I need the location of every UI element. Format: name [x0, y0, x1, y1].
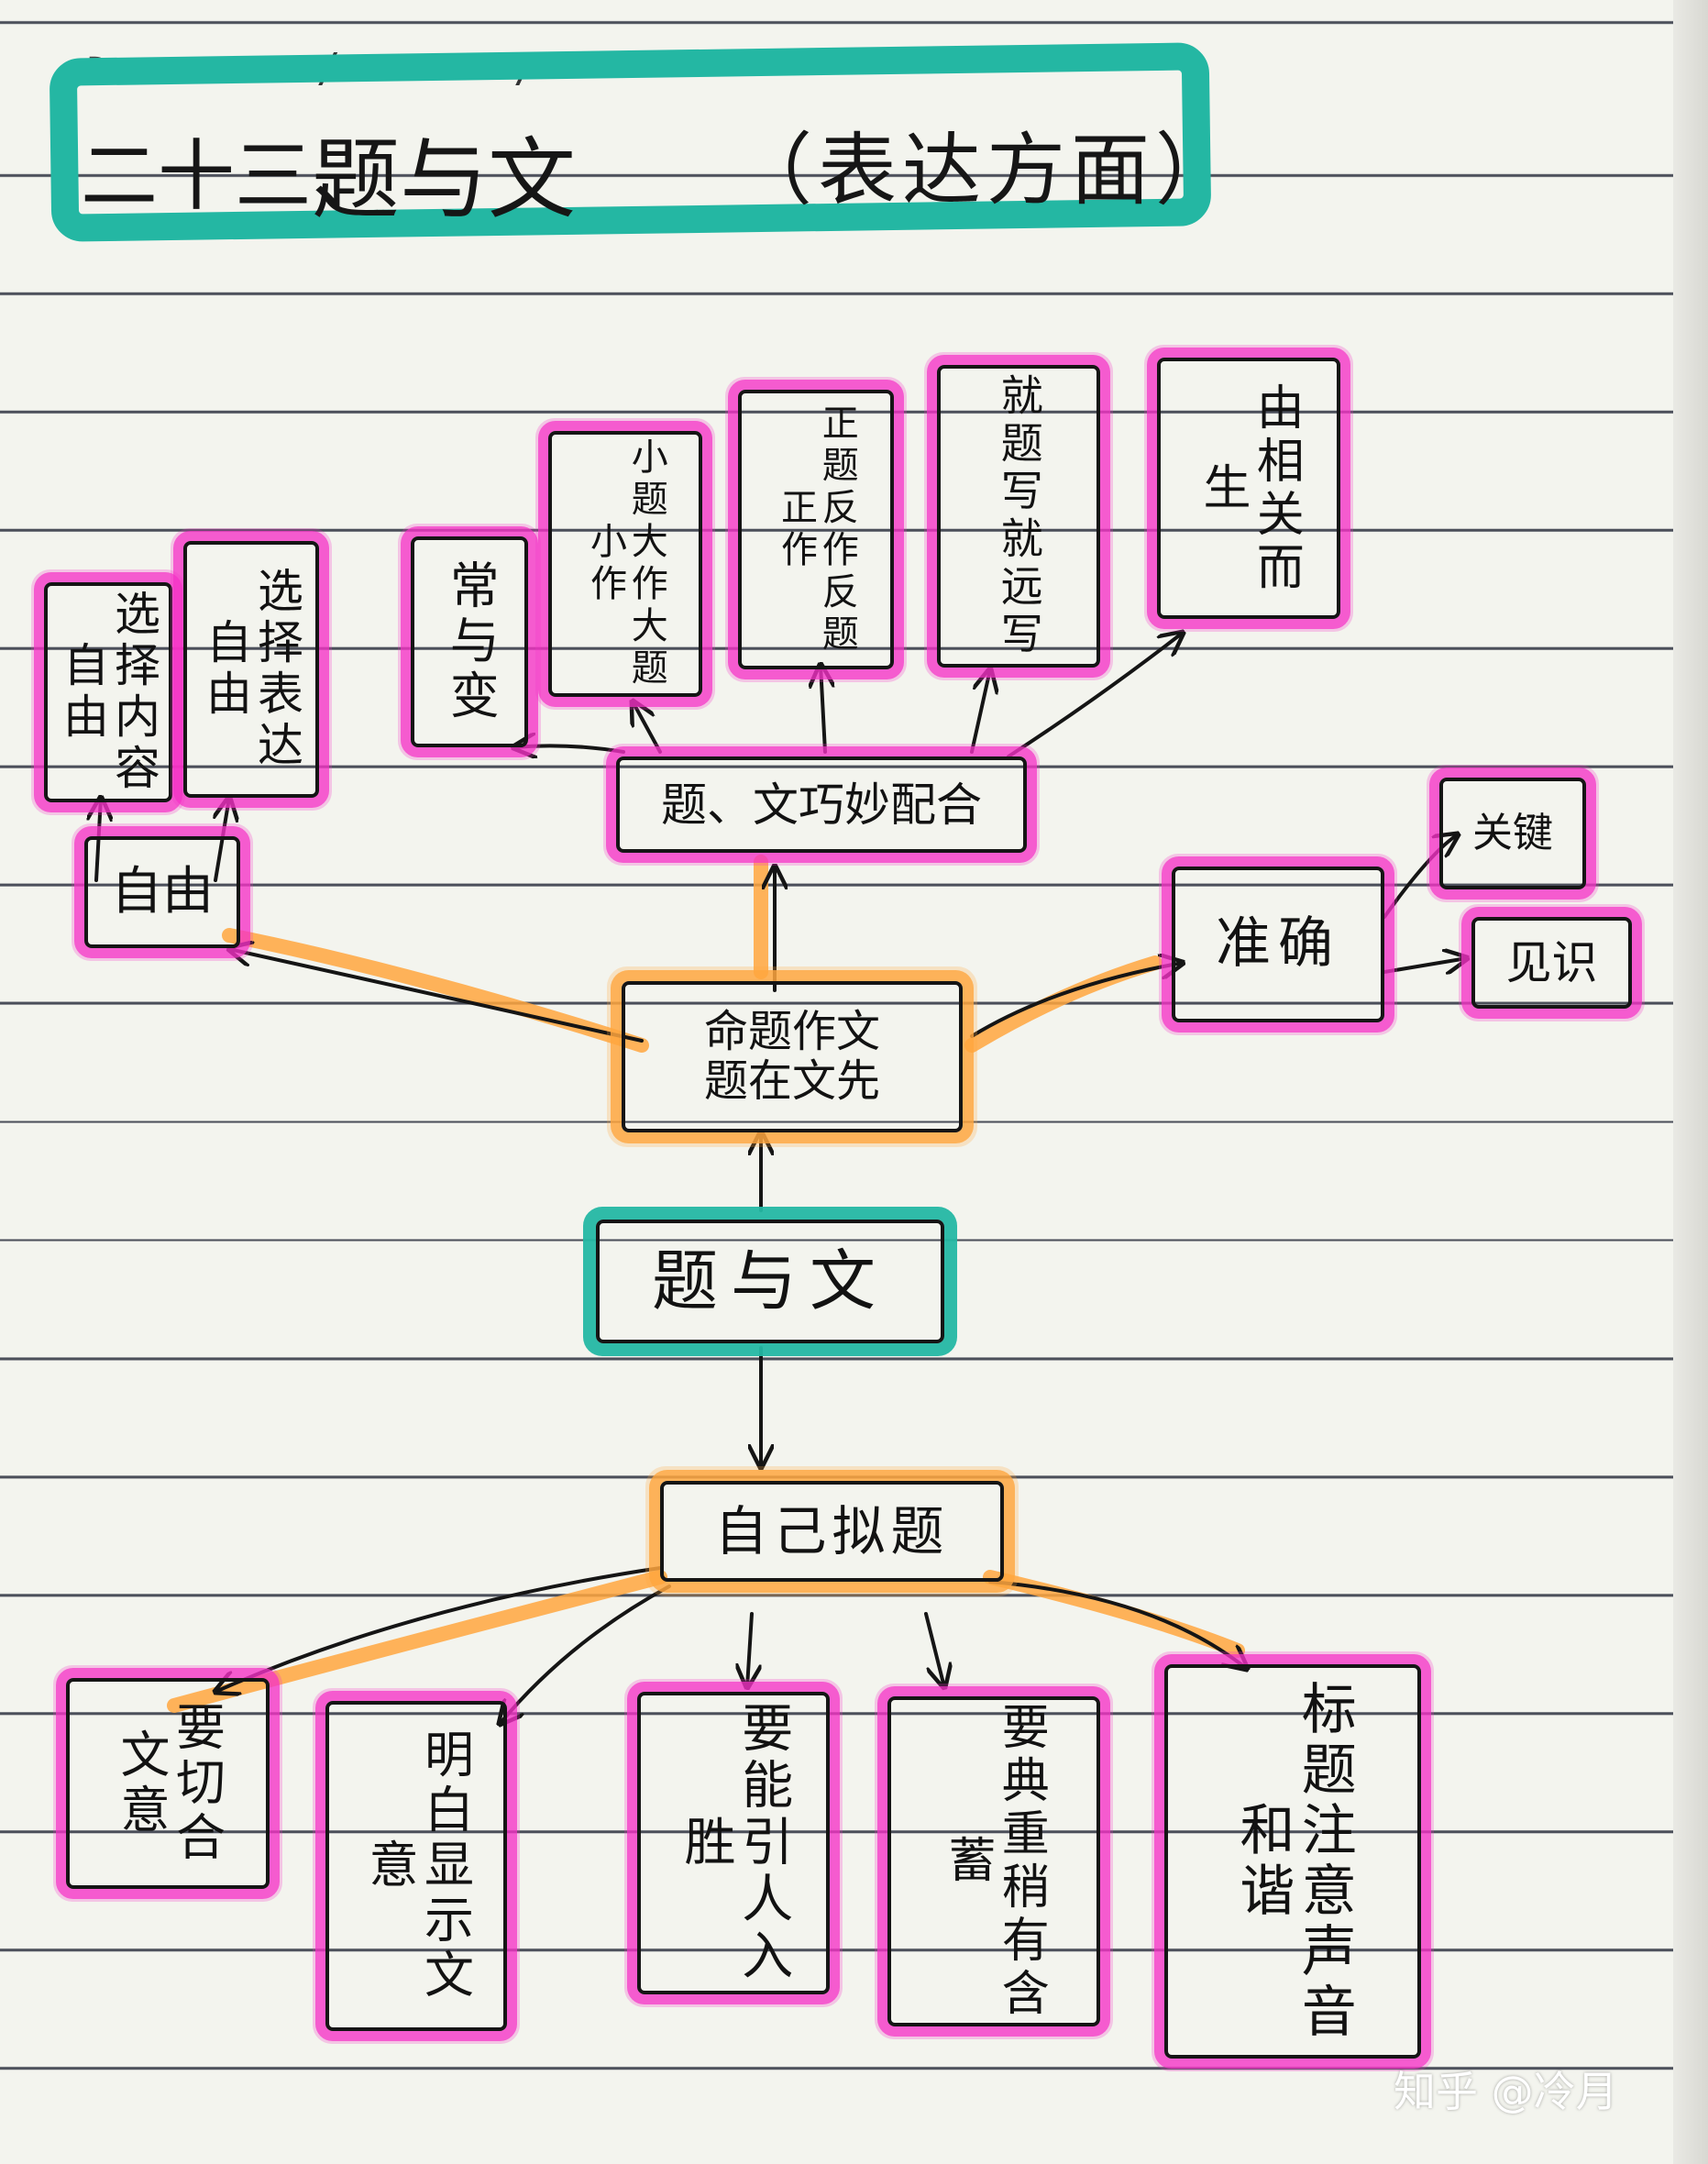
page-edge [1673, 0, 1708, 2164]
date-label: Date / / [87, 45, 539, 93]
match-item-reverse: 正题反作反题正作 [738, 390, 894, 669]
match-item-related: 由相关而生 [1157, 358, 1340, 619]
center-node: 题与文 [596, 1220, 944, 1343]
self-title-item-dignified: 要典重稍有含蓄 [887, 1696, 1100, 2026]
title-number: 二十三、 [81, 131, 390, 221]
accuracy-item-key: 关键 [1439, 778, 1586, 889]
freedom-item-content: 选择内容自由 [44, 582, 172, 802]
accuracy-item-insight: 见识 [1471, 917, 1632, 1009]
freedom-node: 自由 [84, 836, 240, 948]
self-title-item-fit: 要切合文意 [66, 1678, 270, 1889]
self-title-item-attract: 要能引人入胜 [637, 1692, 830, 1994]
prompt-essay-node: 命题作文 题在文先 [622, 981, 963, 1132]
match-item-scale: 小题大作大题小作 [548, 431, 702, 697]
self-title-node: 自己拟题 [660, 1481, 1004, 1582]
match-item-distance: 就题写就远写 [937, 365, 1100, 668]
match-item-constancy: 常与变 [411, 536, 528, 747]
page-title: 题与文 [312, 128, 576, 231]
watermark: 知乎 @冷月 [1394, 2067, 1618, 2116]
self-title-item-sound: 标题注意声音和谐 [1164, 1664, 1421, 2059]
freedom-item-expression: 选择表达自由 [183, 541, 319, 798]
accuracy-node: 准确 [1172, 867, 1384, 1022]
self-title-item-clear: 明白显示文意 [325, 1701, 507, 2031]
ink-arrows [96, 633, 1467, 1724]
title-subtitle: （表达方面） [733, 125, 1240, 216]
match-node: 题、文巧妙配合 [616, 756, 1027, 853]
